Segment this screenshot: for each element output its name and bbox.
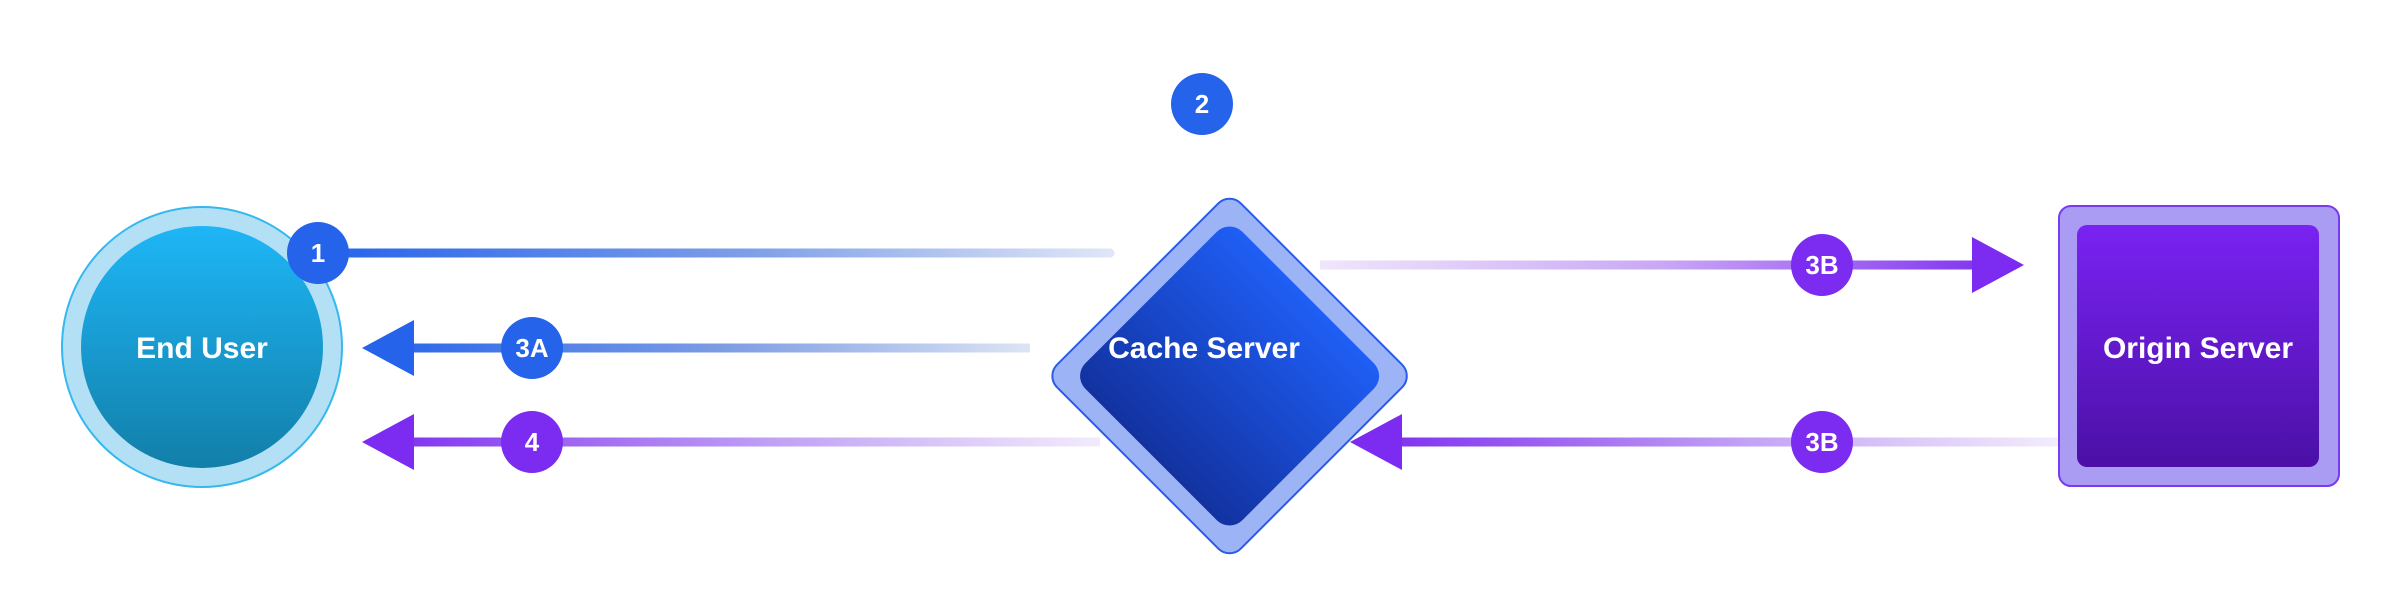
- svg-text:2: 2: [1195, 89, 1209, 119]
- step-badge-3b-response: 3B: [1791, 411, 1853, 473]
- svg-text:4: 4: [525, 427, 540, 457]
- origin-server-label: Origin Server: [2103, 332, 2293, 365]
- origin-server-square: [2077, 225, 2319, 467]
- end-user-circle: [81, 226, 323, 468]
- origin-server-node: Origin Server: [2058, 205, 2340, 487]
- cache-server-diamond: [1080, 226, 1380, 526]
- cache-server-label: Cache Server: [1108, 332, 1300, 365]
- arrowhead-left-icon: [362, 414, 414, 470]
- end-user-label: End User: [136, 332, 268, 365]
- step-badge-3a: 3A: [501, 317, 563, 379]
- end-user-node: End User: [61, 206, 343, 488]
- step-badge-2: 2: [1171, 73, 1233, 135]
- svg-text:3B: 3B: [1805, 250, 1838, 280]
- step-badge-3b-request: 3B: [1791, 234, 1853, 296]
- cache-server-node: Cache Server: [1051, 197, 1408, 555]
- arrowhead-right-icon: [1972, 237, 2024, 293]
- svg-text:3B: 3B: [1805, 427, 1838, 457]
- svg-text:3A: 3A: [515, 333, 548, 363]
- step-badge-1: 1: [287, 222, 349, 284]
- step-badge-4: 4: [501, 411, 563, 473]
- svg-text:1: 1: [311, 238, 325, 268]
- arrowhead-left-icon: [362, 320, 414, 376]
- arrowhead-left-icon: [1350, 414, 1402, 470]
